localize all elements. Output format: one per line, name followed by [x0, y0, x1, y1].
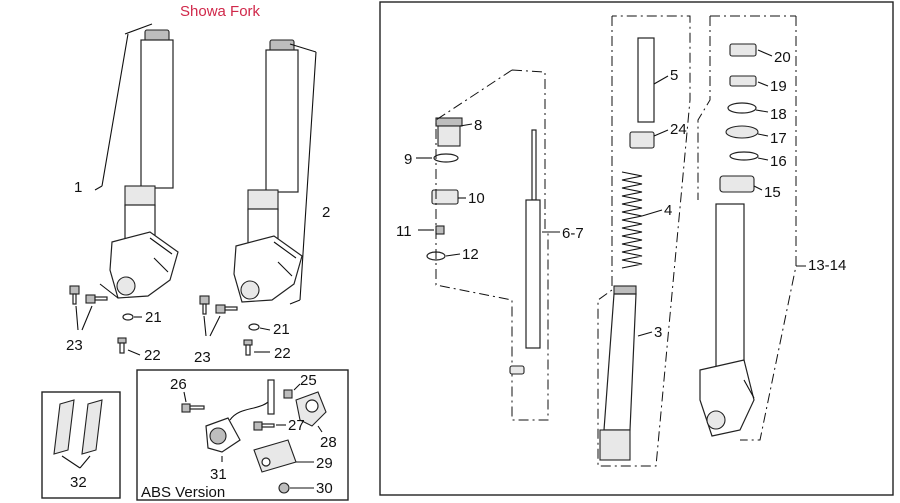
- label-3: 3: [654, 324, 662, 341]
- nut-30: [278, 482, 290, 494]
- washer-21-left: [122, 313, 134, 321]
- leader-22a: [127, 349, 141, 356]
- label-23a: 23: [66, 337, 83, 354]
- bracket-2: [289, 43, 317, 305]
- bracket-13-14: [697, 15, 806, 441]
- seal-17: [725, 125, 759, 139]
- dust-seal-15: [719, 175, 755, 193]
- leader-16: [757, 157, 769, 161]
- ring-18: [727, 102, 757, 114]
- nut-24: [629, 131, 655, 149]
- label-11: 11: [396, 223, 412, 240]
- label-31: 31: [210, 466, 227, 483]
- label-1: 1: [74, 179, 82, 196]
- label-28: 28: [320, 434, 337, 451]
- leader-26: [183, 391, 187, 403]
- cap-8: [435, 117, 463, 147]
- bolt-26: [181, 403, 205, 413]
- plate-29: [253, 439, 297, 473]
- label-4: 4: [664, 202, 672, 219]
- leader-5: [653, 75, 669, 85]
- part-20: [729, 43, 757, 57]
- leader-4: [641, 209, 663, 217]
- bolt-25: [283, 389, 293, 399]
- label-5: 5: [670, 67, 678, 84]
- slider-3: [599, 285, 637, 461]
- leader-19: [757, 81, 769, 87]
- leader-23a: [75, 305, 93, 331]
- leader-15: [753, 185, 763, 191]
- bush-10: [431, 189, 459, 205]
- fork-leg-2: [233, 39, 303, 303]
- leader-18: [755, 109, 769, 113]
- bracket-1: [94, 23, 153, 299]
- label-29: 29: [316, 455, 333, 472]
- bracket-3-4-5: [597, 15, 691, 467]
- fork-leg-1: [109, 29, 179, 299]
- cartridge-6-7: [509, 129, 541, 375]
- label-21a: 21: [145, 309, 162, 326]
- label-30: 30: [316, 480, 333, 497]
- screw-22-left: [117, 337, 127, 354]
- label-20: 20: [774, 49, 791, 66]
- box-exploded-internals: [379, 1, 894, 496]
- label-9: 9: [404, 151, 412, 168]
- label-17: 17: [770, 130, 787, 147]
- label-15: 15: [764, 184, 781, 201]
- bracket-6-7: [435, 69, 549, 421]
- lower-leg-13-14: [699, 203, 755, 437]
- label-2: 2: [322, 204, 330, 221]
- label-19: 19: [770, 78, 787, 95]
- label-27: 27: [288, 417, 305, 434]
- pads-32: [53, 399, 103, 455]
- leader-25: [293, 383, 301, 391]
- clip-16: [729, 151, 759, 161]
- label-24: 24: [670, 121, 687, 138]
- label-22a: 22: [144, 347, 161, 364]
- box-abs-version: [136, 369, 349, 501]
- leader-32: [61, 455, 91, 469]
- leader-20: [757, 49, 773, 57]
- leader-8: [459, 123, 473, 127]
- bracket-28: [295, 391, 327, 427]
- leader-28: [317, 425, 323, 433]
- washer-21-right: [248, 323, 260, 331]
- label-13-14: 13-14: [808, 257, 846, 274]
- label-8: 8: [474, 117, 482, 134]
- label-32: 32: [70, 474, 87, 491]
- label-10: 10: [468, 190, 485, 207]
- part-19: [729, 75, 757, 87]
- tube-5: [637, 37, 655, 123]
- label-23b: 23: [194, 349, 211, 366]
- leader-12: [445, 253, 461, 257]
- leader-24: [653, 129, 669, 137]
- box-part-32: [41, 391, 121, 499]
- label-22b: 22: [274, 345, 291, 362]
- diagram-title: Showa Fork: [180, 3, 261, 20]
- bolt-27: [253, 421, 275, 431]
- bolts-23-left: [69, 285, 108, 305]
- label-18: 18: [770, 106, 787, 123]
- label-21b: 21: [273, 321, 290, 338]
- label-6-7: 6-7: [562, 225, 584, 242]
- leader-3: [637, 331, 653, 337]
- abs-sensor-31: [205, 379, 275, 453]
- label-16: 16: [770, 153, 787, 170]
- spring-4: [621, 171, 643, 269]
- ring-9: [433, 153, 459, 163]
- screw-22-right: [243, 339, 253, 356]
- label-25: 25: [300, 372, 317, 389]
- abs-caption: ABS Version: [141, 484, 225, 501]
- nut-11: [435, 225, 445, 235]
- bolts-23-right: [199, 295, 238, 315]
- label-12: 12: [462, 246, 479, 263]
- leader-23b: [203, 315, 221, 337]
- leader-17: [757, 133, 769, 137]
- leader-21b: [259, 327, 271, 331]
- label-26: 26: [170, 376, 187, 393]
